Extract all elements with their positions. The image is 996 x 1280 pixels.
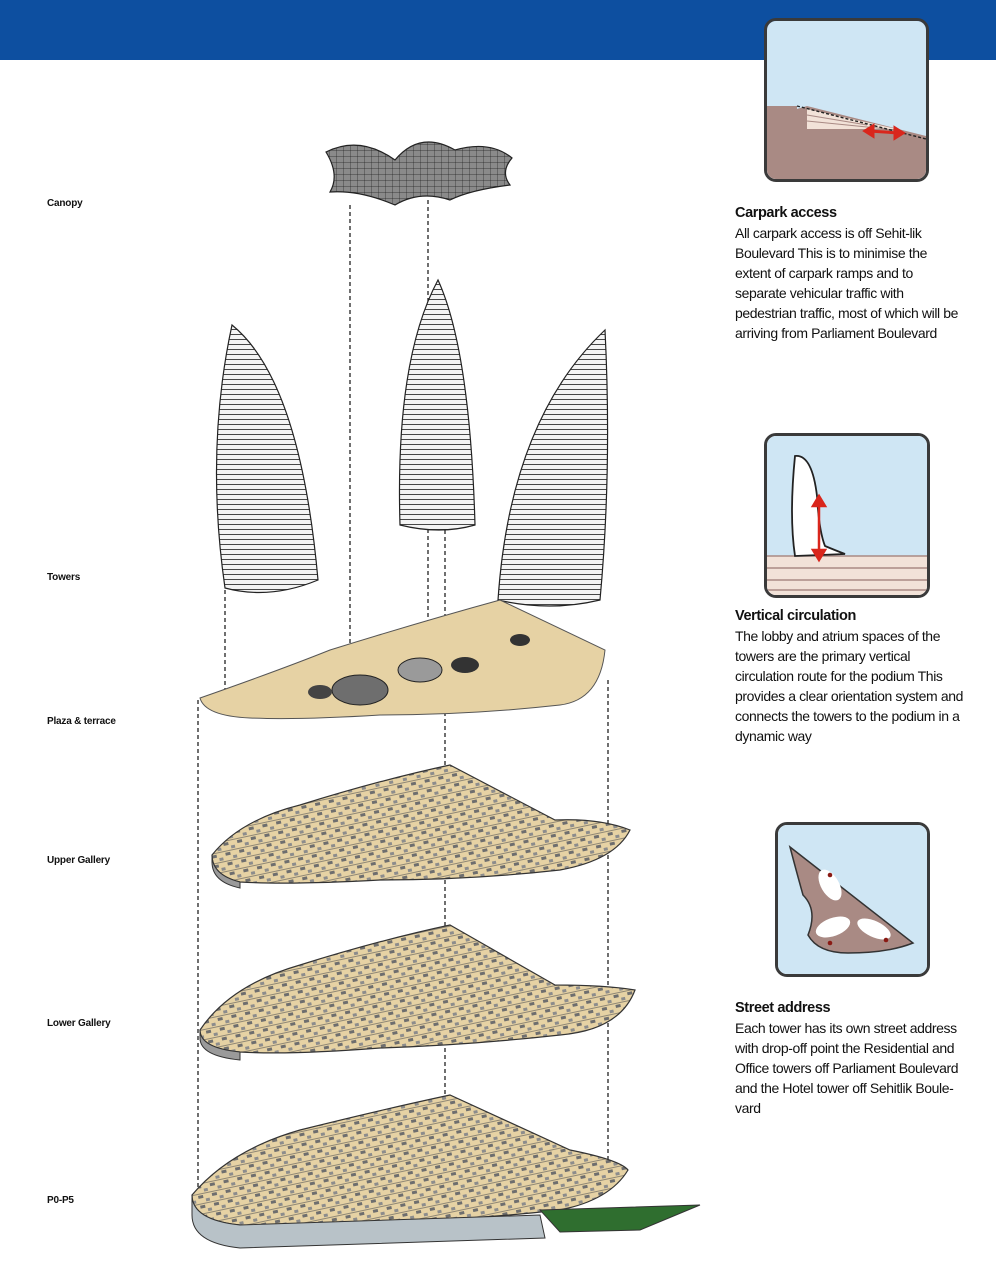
upper-gallery-floor bbox=[211, 764, 631, 889]
vertical-circulation-panel bbox=[764, 433, 930, 598]
carpark-access-note: Carpark access All carpark access is off… bbox=[735, 203, 965, 343]
lower-gallery-floor bbox=[199, 924, 636, 1061]
parking-levels bbox=[191, 1094, 701, 1249]
carpark-ramp-icon bbox=[767, 21, 926, 179]
street-address-panel bbox=[775, 822, 930, 977]
vertical-circulation-title: Vertical circulation bbox=[735, 608, 856, 624]
layer-label-towers: Towers bbox=[47, 572, 81, 583]
layer-label-p0-p5: P0-P5 bbox=[47, 1195, 74, 1206]
layer-label-canopy: Canopy bbox=[47, 198, 83, 209]
tower-right bbox=[497, 328, 609, 607]
layer-label-lower-gallery: Lower Gallery bbox=[47, 1018, 111, 1029]
tower-center bbox=[398, 278, 476, 531]
street-address-text: Each tower has its own street address wi… bbox=[735, 1020, 959, 1116]
tower-section-icon bbox=[767, 436, 927, 595]
street-address-title: Street address bbox=[735, 1000, 831, 1016]
site-plan-icon bbox=[778, 825, 927, 974]
carpark-access-panel bbox=[764, 18, 929, 182]
vertical-circulation-text: The lobby and atrium spaces of the tower… bbox=[735, 628, 963, 744]
vertical-circulation-note: Vertical circulation The lobby and atriu… bbox=[735, 606, 965, 746]
layer-label-upper-gallery: Upper Gallery bbox=[47, 855, 110, 866]
exploded-axonometric-diagram bbox=[191, 141, 701, 1249]
street-address-note: Street address Each tower has its own st… bbox=[735, 998, 965, 1118]
carpark-access-text: All carpark access is off Sehit-lik Boul… bbox=[735, 225, 959, 341]
carpark-access-title: Carpark access bbox=[735, 205, 837, 221]
tower-left bbox=[215, 323, 319, 594]
canopy-structure bbox=[325, 141, 513, 206]
plaza-terrace-slab bbox=[199, 599, 606, 720]
layer-label-plaza: Plaza & terrace bbox=[47, 716, 116, 727]
